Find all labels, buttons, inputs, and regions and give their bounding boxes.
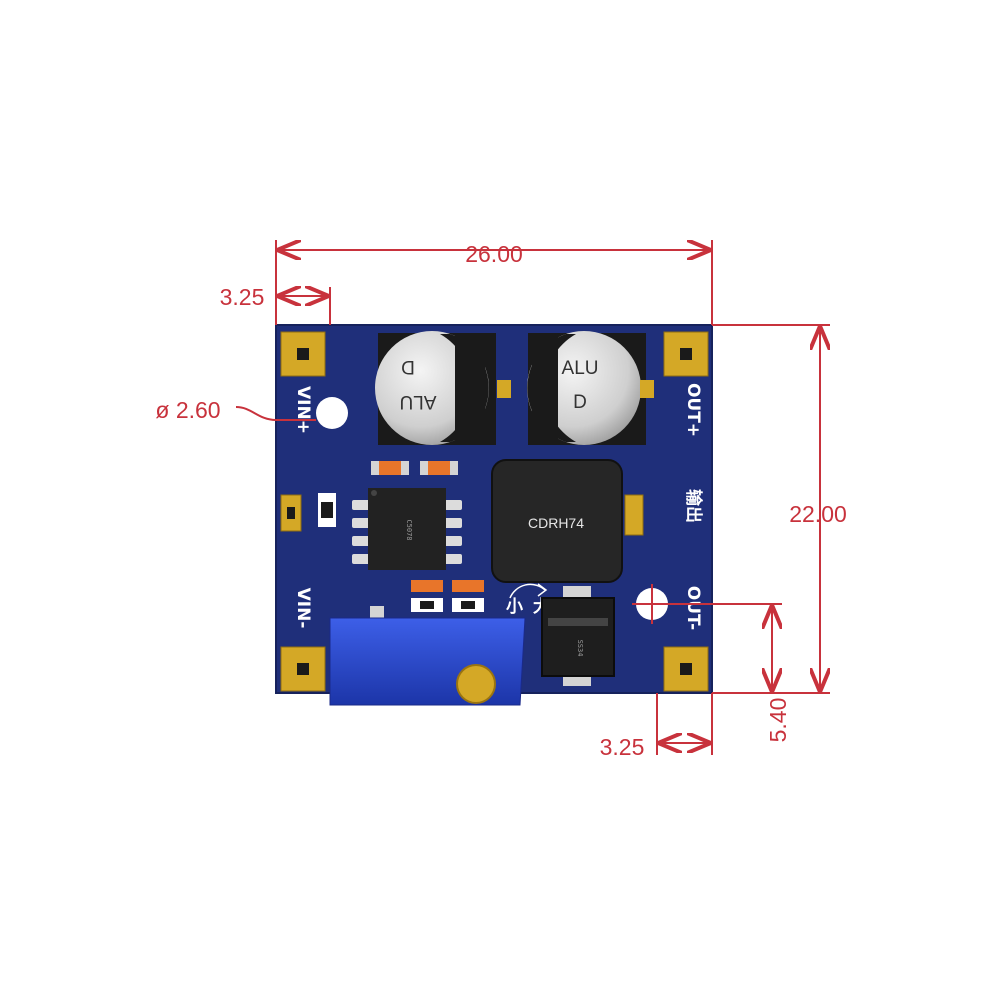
pad-out-minus (663, 646, 709, 692)
dim-outhole-y-label: 5.40 (765, 698, 791, 743)
dim-diameter-label: ø 2.60 (155, 397, 220, 423)
schottky-diode: SS34 (541, 586, 615, 686)
smd-resistor-1 (371, 461, 409, 475)
silk-output-chinese: 输出 (683, 489, 704, 523)
mounting-hole-left (316, 397, 348, 429)
diode-marking: SS34 (576, 640, 584, 657)
pad-out-plus (663, 331, 709, 377)
ic-chip: C5078 (352, 488, 462, 570)
dim-hole-offset-label: 3.25 (220, 284, 265, 310)
capacitor-left-label-d: D (401, 356, 415, 377)
inductor-label: CDRH74 (528, 515, 584, 531)
dim-width-label: 26.00 (465, 241, 523, 267)
smd-resistor-3 (411, 580, 443, 612)
dim-diameter-leader (235, 406, 316, 421)
smd-resistor-2 (420, 461, 458, 475)
cap-left-terminal (497, 380, 511, 398)
dim-outhole-x-label: 3.25 (600, 734, 645, 760)
capacitor-right: ALU D (527, 331, 654, 445)
silk-out-minus: OUT- (683, 586, 703, 630)
capacitor-left: D ALU (375, 331, 496, 445)
pad-vin-minus (280, 646, 326, 692)
smd-capacitor-small (318, 493, 336, 527)
mounting-hole-right (632, 584, 672, 624)
potentiometer (329, 606, 526, 706)
pad-left-mid (280, 494, 302, 532)
pcb-board: D ALU ALU D (275, 324, 713, 706)
capacitor-left-label-alu: ALU (400, 391, 437, 412)
capacitor-right-label-alu: ALU (562, 358, 599, 379)
adjust-small-label: 小 (506, 597, 523, 617)
pad-right-mid (624, 494, 644, 536)
pad-vin-plus (280, 331, 326, 377)
silk-out-plus: OUT+ (683, 383, 703, 437)
smd-resistor-4 (452, 580, 484, 612)
capacitor-right-label-d: D (573, 392, 587, 413)
ic-marking: C5078 (405, 519, 413, 540)
silk-vin-plus: VIN+ (293, 386, 313, 434)
dimension-annotations (235, 240, 830, 755)
inductor: CDRH74 (491, 459, 623, 583)
silk-vin-minus: VIN- (293, 588, 313, 629)
dim-height-label: 22.00 (789, 501, 847, 527)
